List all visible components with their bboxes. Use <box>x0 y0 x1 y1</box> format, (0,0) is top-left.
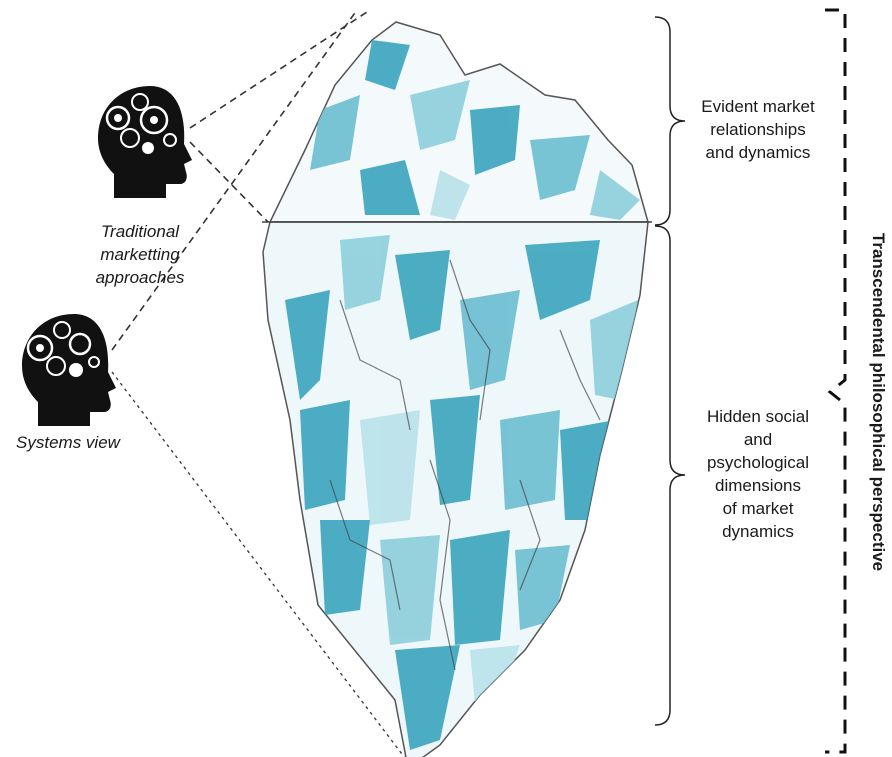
evident-label: Evident market relationships and dynamic… <box>673 95 843 164</box>
iceberg-below-water <box>263 222 648 757</box>
iceberg-above-water <box>270 22 648 222</box>
head-gears-icon <box>98 86 192 198</box>
head-gears-icon <box>22 314 116 426</box>
systems-view-label: Systems view <box>3 431 133 454</box>
perspective-label: Transcendental philosophical perspective <box>868 233 888 571</box>
hidden-label: Hidden social and psychological dimensio… <box>673 405 843 543</box>
traditional-label: Traditional marketting approaches <box>80 220 200 289</box>
